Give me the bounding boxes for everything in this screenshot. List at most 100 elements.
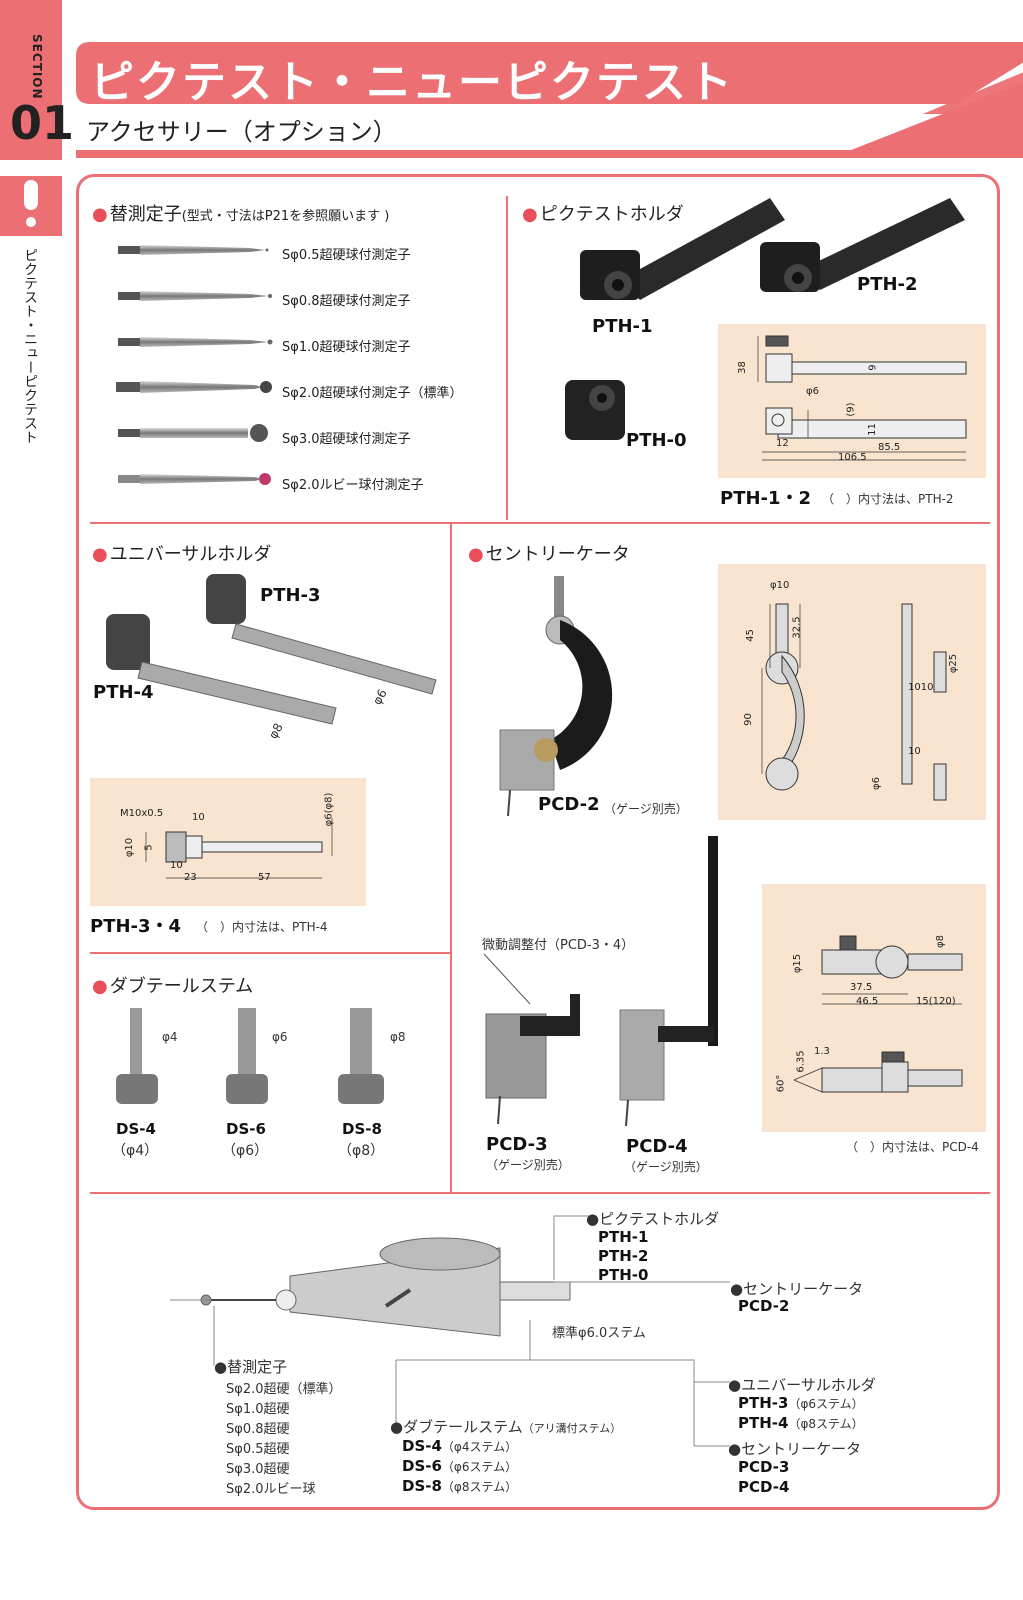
pcd-3-note: （ゲージ別売）: [486, 1158, 570, 1172]
dim-label: φ6: [806, 386, 819, 397]
dim-label: 1010: [908, 682, 934, 693]
styli-images: [116, 245, 273, 485]
section-tab: [0, 0, 62, 160]
dim-label: 15(120): [916, 996, 956, 1007]
pth-0-label: PTH-0: [626, 430, 687, 451]
pcd-2-note: （ゲージ別売）: [604, 802, 688, 816]
divider: [90, 522, 990, 524]
diag-dove-item: DS-8（φ8ステム）: [402, 1477, 518, 1495]
stylus-label: Sφ0.5超硬球付測定子: [282, 248, 411, 263]
pth-1-label: PTH-1: [592, 316, 653, 337]
diag-holder-code: PTH-0: [598, 1266, 649, 1284]
stylus-label: Sφ2.0ルビー球付測定子: [282, 478, 424, 493]
pth-4-label: PTH-4: [93, 682, 154, 703]
dim-label: 38: [736, 361, 748, 374]
diag-univ-item: PTH-4（φ8ステム）: [738, 1414, 864, 1432]
fine-adjust-label: 微動調整付（PCD-3・4）: [482, 938, 635, 953]
pth-3-label: PTH-3: [260, 585, 321, 606]
ds-6-sub: （φ6）: [222, 1143, 269, 1159]
dim-label: 1.3: [814, 1046, 830, 1057]
dim-label: φ6(φ8): [323, 792, 335, 827]
stylus-1-0-icon: [118, 337, 273, 347]
diag-holder-code: PTH-2: [598, 1247, 649, 1265]
pcd-4-image: [619, 836, 718, 1127]
ds-6-image: [226, 1008, 268, 1104]
ds-8-sub: （φ8）: [338, 1143, 385, 1159]
dim-label: 10: [170, 860, 183, 871]
pth-2-label: PTH-2: [857, 274, 918, 295]
diag-centri2-code: PCD-4: [738, 1478, 790, 1496]
stylus-ruby-icon: [118, 473, 271, 485]
dim-label: 57: [258, 872, 271, 883]
ds-phi-label: φ8: [390, 1030, 406, 1044]
diag-univ-item: PTH-3（φ6ステム）: [738, 1394, 864, 1412]
stylus-label: Sφ0.8超硬球付測定子: [282, 294, 411, 309]
ds-4-label: DS-4: [116, 1120, 156, 1138]
stylus-2-0-icon: [116, 381, 272, 393]
holder-heading: ●ピクテストホルダ: [522, 204, 684, 225]
page-subtitle: アクセサリー（オプション）: [86, 118, 397, 146]
divider: [90, 952, 450, 954]
divider: [90, 1192, 990, 1194]
pth-1-2-caption: PTH-1・2: [720, 488, 812, 509]
dim-label: 5: [143, 844, 155, 851]
pcd-3-4-images: [483, 836, 718, 1127]
dim-label: 9: [867, 364, 879, 371]
dovetail-images: [116, 1008, 384, 1104]
dim-label: φ6: [870, 777, 882, 790]
dim-label: φ8: [934, 935, 946, 948]
ds-4-image: [116, 1008, 158, 1104]
pth-3-4-caption: PTH-3・4: [90, 916, 182, 937]
pth-1-2-caption-note: （ ）内寸法は、PTH-2: [822, 492, 954, 506]
pth-3-image: [206, 574, 437, 695]
dim-label: 45: [744, 629, 756, 642]
dim-label: φ10: [124, 837, 136, 858]
section-number: 01: [10, 96, 75, 150]
pcd-2-image: [499, 576, 613, 817]
diag-stylus-item: Sφ0.8超硬: [226, 1422, 290, 1437]
centrik-heading: ●セントリーケータ: [468, 544, 630, 565]
pth-1-2-drawing: 38 9 (9) 11 φ6 12 85.5 106.5: [718, 324, 986, 478]
stylus-label: Sφ3.0超硬球付測定子: [282, 432, 411, 447]
dim-label: 10: [192, 812, 205, 823]
diag-dove-item: DS-4（φ4ステム）: [402, 1437, 518, 1455]
pcd-4-label: PCD-4: [626, 1136, 688, 1157]
dim-label: 10: [908, 746, 921, 757]
side-marker: [0, 176, 62, 236]
diag-holder-title: ●ピクテストホルダ: [586, 1210, 720, 1228]
diag-holder-code: PTH-1: [598, 1228, 649, 1246]
diag-centri-code: PCD-2: [738, 1297, 790, 1315]
diag-univ-title: ●ユニバーサルホルダ: [728, 1376, 876, 1394]
dim-label: φ10: [770, 580, 790, 591]
dim-label: φ25: [948, 653, 960, 674]
diag-stem-label: 標準φ6.0ステム: [552, 1326, 646, 1341]
pcd-4-note: （ゲージ別売）: [624, 1160, 708, 1174]
diag-stylus-item: Sφ3.0超硬: [226, 1462, 290, 1477]
styli-heading: ●替測定子(型式・寸法はP21を参照願います ): [92, 204, 390, 225]
dim-label: 60°: [775, 1074, 787, 1093]
stylus-0-8-icon: [118, 291, 272, 301]
diag-centri2-code: PCD-3: [738, 1458, 790, 1476]
diag-dove-item: DS-6（φ6ステム）: [402, 1457, 518, 1475]
pth-2-image: [760, 198, 965, 292]
pth-3-4-drawing-svg: [145, 818, 333, 879]
pcd-3-4-drawing-svg: [793, 935, 963, 1093]
dim-label: 37.5: [850, 982, 873, 993]
diag-centri-title: ●セントリーケータ: [730, 1280, 864, 1298]
ds-8-label: DS-8: [342, 1120, 382, 1138]
pcd-3-label: PCD-3: [486, 1134, 548, 1155]
diag-centri2-title: ●セントリーケータ: [728, 1440, 862, 1458]
exclamation-icon: [24, 180, 38, 227]
pth-4-image: [106, 614, 337, 725]
diag-stylus-item: Sφ1.0超硬: [226, 1402, 290, 1417]
pth-0-image: [565, 380, 625, 440]
side-vertical-title: ピクテスト・ニューピクテスト: [22, 248, 38, 444]
divider: [506, 196, 508, 520]
ds-6-label: DS-6: [226, 1120, 266, 1138]
dim-label: (9): [845, 402, 857, 417]
divider: [450, 522, 452, 1192]
dovetail-heading: ●ダブテールステム: [92, 976, 254, 997]
diag-stylus-item: Sφ2.0ルビー球: [226, 1482, 316, 1497]
ds-4-sub: （φ4）: [112, 1143, 159, 1159]
title-band: [76, 42, 1023, 158]
